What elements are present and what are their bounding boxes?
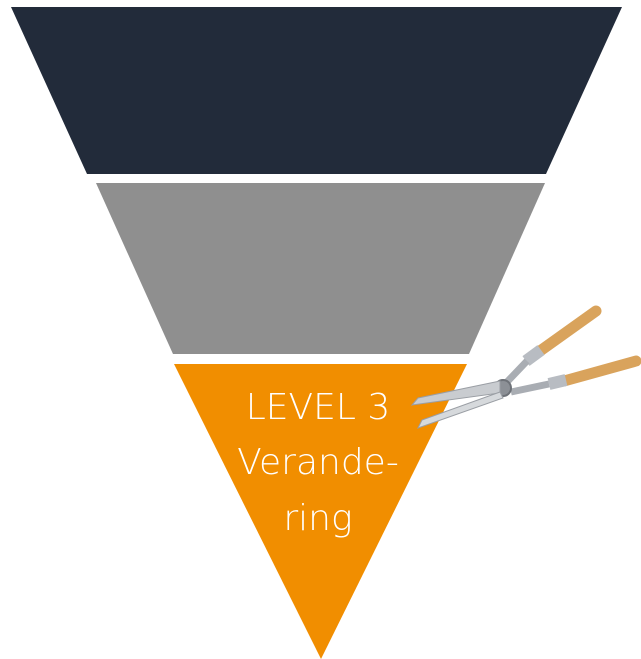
funnel-tier-level-2 bbox=[96, 183, 545, 354]
funnel-tier-level-1 bbox=[11, 7, 622, 174]
tier-3-label-line-1: LEVEL 3 bbox=[246, 387, 391, 428]
tier-3-label-line-2: Verande- bbox=[237, 442, 399, 483]
tier-3-label-line-3: ring bbox=[283, 498, 352, 539]
